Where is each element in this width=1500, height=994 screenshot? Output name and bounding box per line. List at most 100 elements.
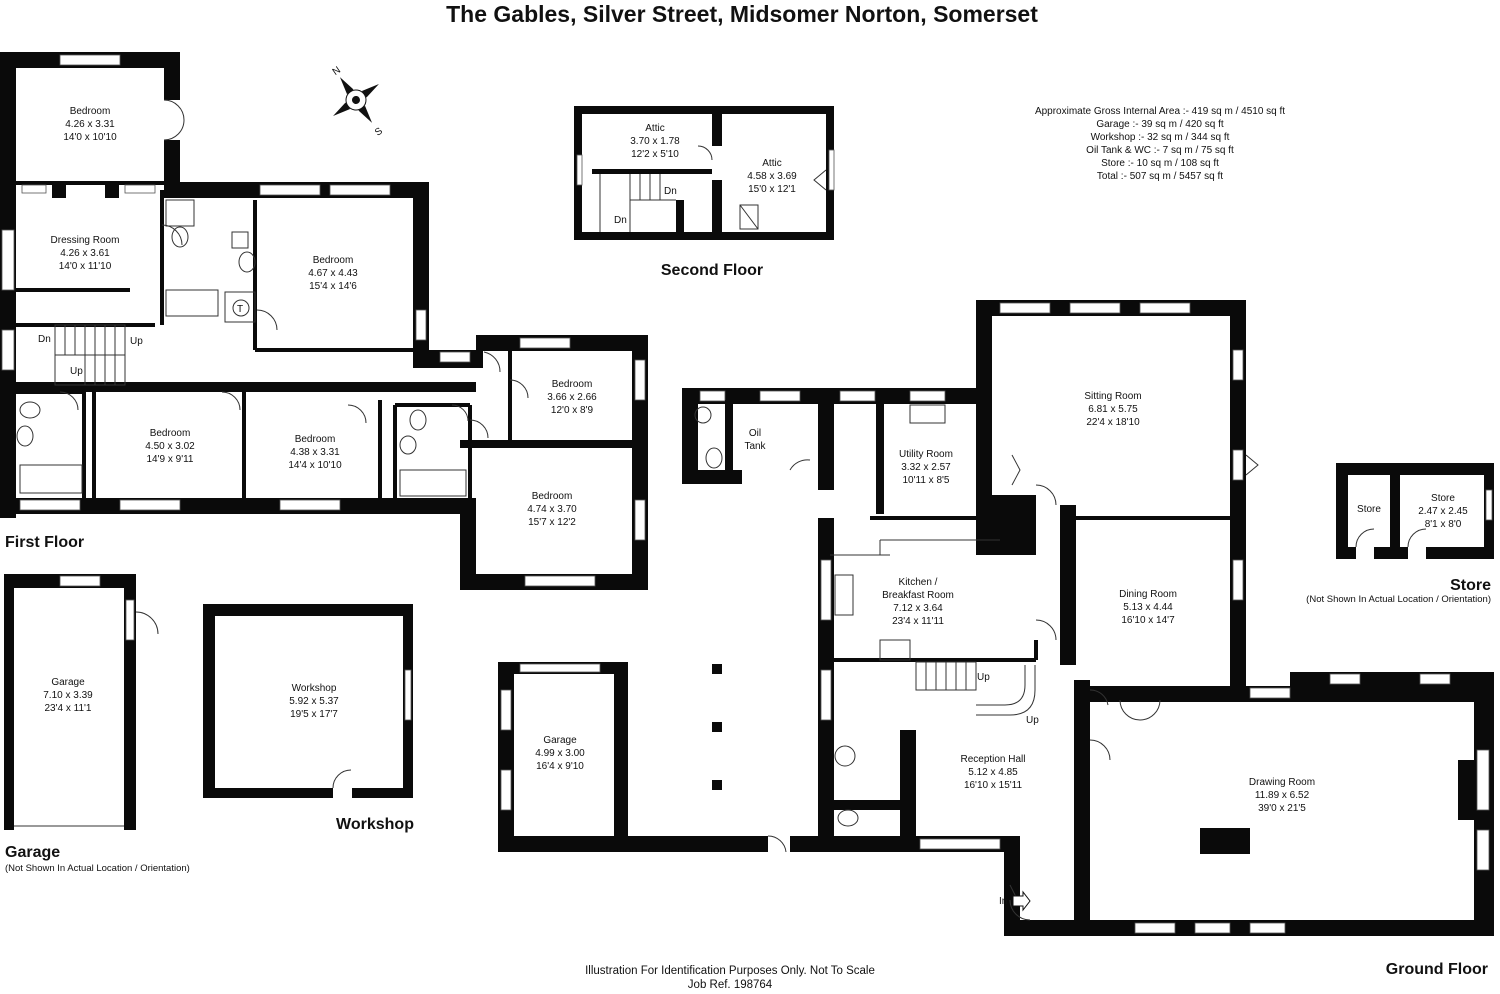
svg-text:4.26 x 3.31: 4.26 x 3.31: [65, 119, 115, 130]
store-label: Store: [1450, 577, 1491, 594]
ground-stairs-up-label: Up: [977, 672, 990, 683]
attic-stairs-down-label: Dn: [664, 186, 677, 197]
page-title: The Gables, Silver Street, Midsomer Nort…: [446, 1, 1038, 27]
svg-text:14'4 x 10'10: 14'4 x 10'10: [288, 460, 342, 471]
room-reception-hall: Reception Hall 5.12 x 4.85 16'10 x 15'11: [960, 754, 1025, 791]
svg-text:12'0 x 8'9: 12'0 x 8'9: [551, 405, 594, 416]
svg-text:S: S: [373, 126, 385, 139]
workshop-plan: [203, 604, 413, 798]
svg-text:7.10 x 3.39: 7.10 x 3.39: [43, 690, 93, 701]
svg-text:4.26 x 3.61: 4.26 x 3.61: [60, 248, 110, 259]
store-plan: [1336, 463, 1494, 559]
svg-text:Bedroom: Bedroom: [70, 106, 111, 117]
garage-label: Garage: [5, 844, 60, 861]
second-floor-label: Second Floor: [661, 262, 763, 279]
svg-text:Total :- 507 sq m / 5457 sq ft: Total :- 507 sq m / 5457 sq ft: [1097, 171, 1223, 182]
svg-text:3.32 x 2.57: 3.32 x 2.57: [901, 462, 951, 473]
svg-text:4.74 x 3.70: 4.74 x 3.70: [527, 504, 577, 515]
svg-text:Oil: Oil: [749, 428, 761, 439]
svg-text:14'9 x 9'11: 14'9 x 9'11: [146, 454, 193, 465]
svg-text:4.67 x 4.43: 4.67 x 4.43: [308, 268, 358, 279]
svg-text:11.89 x 6.52: 11.89 x 6.52: [1255, 790, 1310, 801]
room-store-small: Store: [1357, 504, 1381, 515]
svg-text:14'0 x 10'10: 14'0 x 10'10: [63, 132, 117, 143]
svg-text:15'7 x 12'2: 15'7 x 12'2: [528, 517, 576, 528]
svg-text:Breakfast Room: Breakfast Room: [882, 590, 954, 601]
stairs-up-label: Up: [130, 336, 143, 347]
svg-text:8'1 x 8'0: 8'1 x 8'0: [1425, 519, 1462, 530]
svg-text:Dressing Room: Dressing Room: [51, 235, 120, 246]
svg-text:Reception Hall: Reception Hall: [960, 754, 1025, 765]
svg-text:7.12 x 3.64: 7.12 x 3.64: [893, 603, 943, 614]
area-summary: Approximate Gross Internal Area :- 419 s…: [1035, 106, 1285, 182]
svg-text:Sitting Room: Sitting Room: [1084, 391, 1141, 402]
svg-text:Workshop: Workshop: [292, 683, 337, 694]
workshop-label: Workshop: [336, 816, 414, 833]
svg-text:15'4 x 14'6: 15'4 x 14'6: [309, 281, 357, 292]
room-kitchen: Kitchen / Breakfast Room 7.12 x 3.64 23'…: [882, 577, 954, 627]
compass-icon: N S: [331, 65, 385, 139]
garage-plan: [4, 574, 159, 830]
svg-text:5.13 x 4.44: 5.13 x 4.44: [1123, 602, 1173, 613]
svg-text:Bedroom: Bedroom: [552, 379, 593, 390]
ground-floor-plan: [498, 300, 1494, 936]
svg-text:3.70 x 1.78: 3.70 x 1.78: [630, 136, 680, 147]
svg-text:4.99 x 3.00: 4.99 x 3.00: [535, 748, 585, 759]
svg-text:4.38 x 3.31: 4.38 x 3.31: [290, 447, 340, 458]
svg-text:15'0 x 12'1: 15'0 x 12'1: [748, 184, 796, 195]
room-store-large: Store 2.47 x 2.45 8'1 x 8'0: [1418, 493, 1468, 530]
svg-text:Kitchen /: Kitchen /: [899, 577, 938, 588]
svg-text:23'4 x 11'1: 23'4 x 11'1: [44, 703, 91, 714]
svg-text:Workshop :- 32 sq m / 344 sq f: Workshop :- 32 sq m / 344 sq ft: [1091, 132, 1230, 143]
room-dining: Dining Room 5.13 x 4.44 16'10 x 14'7: [1119, 589, 1177, 626]
svg-text:39'0 x 21'5: 39'0 x 21'5: [1258, 803, 1306, 814]
room-attic-1: Attic 3.70 x 1.78 12'2 x 5'10: [630, 123, 680, 160]
svg-text:Oil Tank & WC :- 7 sq m / 75 s: Oil Tank & WC :- 7 sq m / 75 sq ft: [1086, 145, 1234, 156]
store-note: (Not Shown In Actual Location / Orientat…: [1306, 594, 1491, 605]
second-floor-plan: [574, 106, 835, 240]
room-sitting: Sitting Room 6.81 x 5.75 22'4 x 18'10: [1084, 391, 1141, 428]
room-bedroom-5: Bedroom 3.66 x 2.66 12'0 x 8'9: [547, 379, 597, 416]
svg-text:Bedroom: Bedroom: [295, 434, 336, 445]
room-garage: Garage 7.10 x 3.39 23'4 x 11'1: [43, 677, 93, 714]
svg-text:N: N: [331, 65, 343, 78]
svg-text:16'10 x 15'11: 16'10 x 15'11: [964, 780, 1023, 791]
svg-text:Approximate Gross Internal Are: Approximate Gross Internal Area :- 419 s…: [1035, 106, 1285, 117]
svg-text:19'5 x 17'7: 19'5 x 17'7: [290, 709, 338, 720]
svg-text:12'2 x 5'10: 12'2 x 5'10: [631, 149, 679, 160]
garage-note: (Not Shown In Actual Location / Orientat…: [5, 863, 190, 874]
room-oil-tank: Oil Tank: [744, 428, 766, 452]
ground-stairs-up-label-2: Up: [1026, 715, 1039, 726]
svg-text:10'11 x 8'5: 10'11 x 8'5: [902, 475, 949, 486]
tank-label: T: [237, 304, 243, 315]
room-utility: Utility Room 3.32 x 2.57 10'11 x 8'5: [899, 449, 953, 486]
room-drawing: Drawing Room 11.89 x 6.52 39'0 x 21'5: [1249, 777, 1315, 814]
svg-text:16'10 x 14'7: 16'10 x 14'7: [1121, 615, 1175, 626]
svg-text:14'0 x 11'10: 14'0 x 11'10: [59, 261, 112, 272]
footer-disclaimer: Illustration For Identification Purposes…: [585, 965, 875, 977]
room-ground-garage: Garage 4.99 x 3.00 16'4 x 9'10: [535, 735, 585, 772]
room-bedroom-1: Bedroom 4.26 x 3.31 14'0 x 10'10: [63, 106, 117, 143]
svg-text:4.58 x 3.69: 4.58 x 3.69: [747, 171, 797, 182]
entrance-in-label: In: [999, 896, 1007, 907]
svg-text:Garage: Garage: [51, 677, 85, 688]
svg-text:Bedroom: Bedroom: [532, 491, 573, 502]
svg-text:Garage: Garage: [543, 735, 577, 746]
svg-text:Drawing Room: Drawing Room: [1249, 777, 1315, 788]
svg-text:4.50 x 3.02: 4.50 x 3.02: [145, 441, 195, 452]
footer-job-ref: Job Ref. 198764: [688, 979, 773, 991]
room-bedroom-6: Bedroom 4.74 x 3.70 15'7 x 12'2: [527, 491, 577, 528]
svg-text:Attic: Attic: [645, 123, 664, 134]
first-floor-label: First Floor: [5, 534, 84, 551]
svg-text:16'4 x 9'10: 16'4 x 9'10: [536, 761, 584, 772]
svg-text:Store: Store: [1431, 493, 1455, 504]
svg-text:2.47 x 2.45: 2.47 x 2.45: [1418, 506, 1468, 517]
room-bedroom-3: Bedroom 4.50 x 3.02 14'9 x 9'11: [145, 428, 195, 465]
room-attic-2: Attic 4.58 x 3.69 15'0 x 12'1: [747, 158, 797, 195]
svg-text:3.66 x 2.66: 3.66 x 2.66: [547, 392, 597, 403]
room-workshop: Workshop 5.92 x 5.37 19'5 x 17'7: [289, 683, 339, 720]
svg-text:23'4 x 11'11: 23'4 x 11'11: [892, 616, 944, 627]
svg-text:Store :- 10 sq m / 108 sq ft: Store :- 10 sq m / 108 sq ft: [1101, 158, 1219, 169]
svg-text:22'4 x 18'10: 22'4 x 18'10: [1086, 417, 1140, 428]
first-floor-plan: [0, 52, 648, 590]
